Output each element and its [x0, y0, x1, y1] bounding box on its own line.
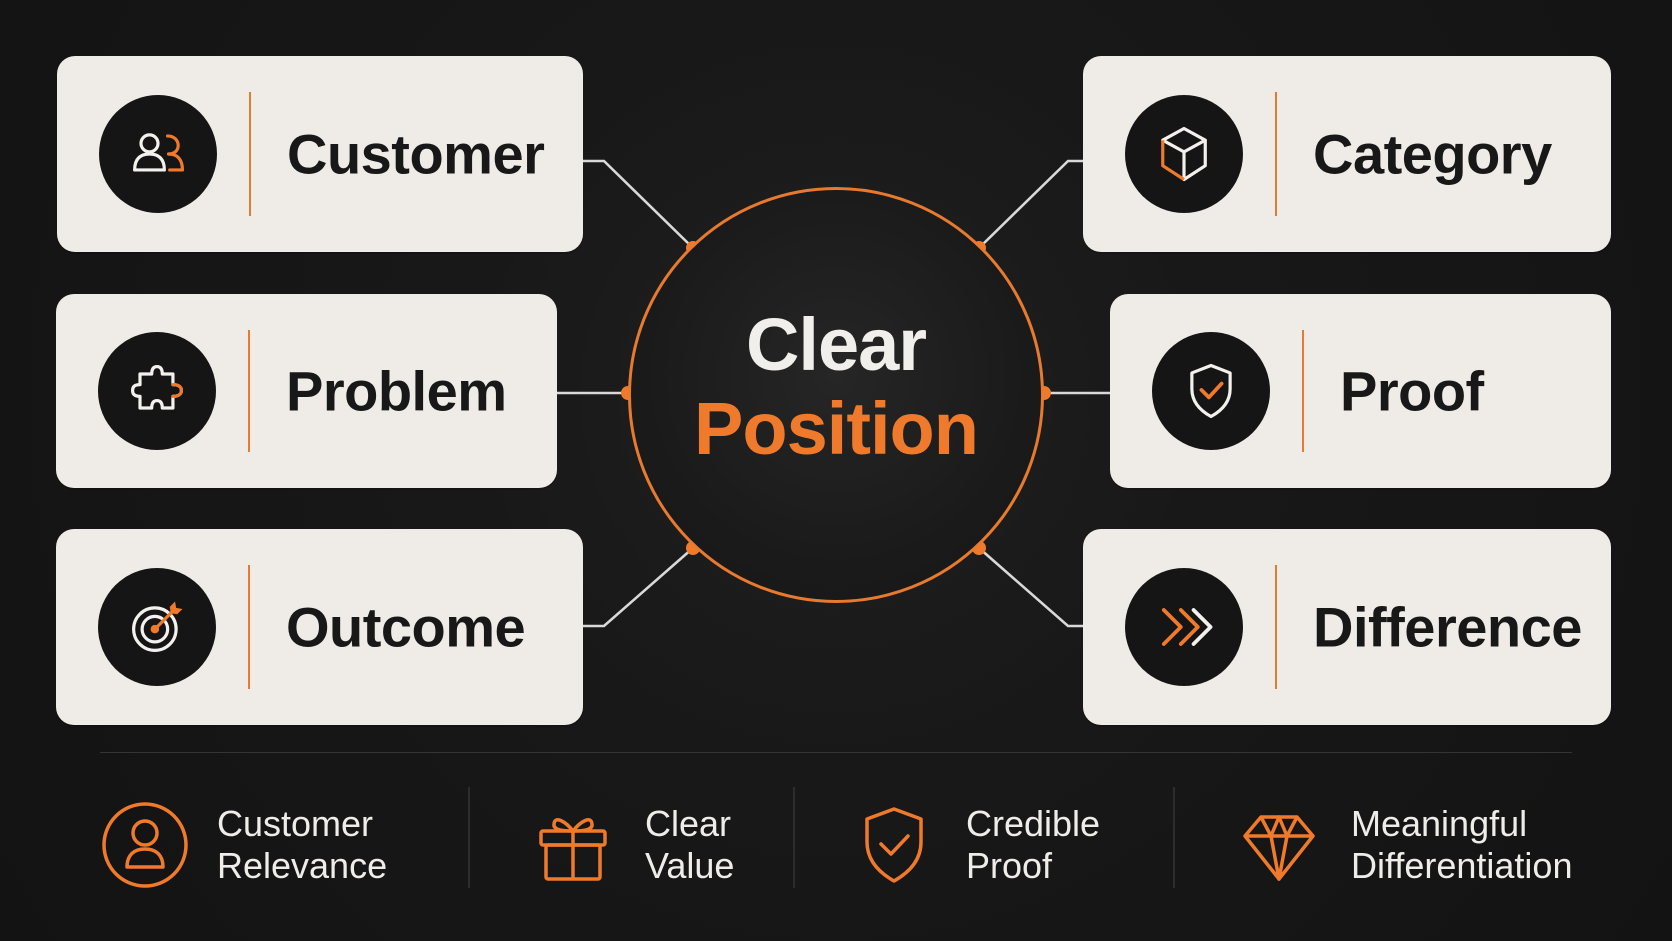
connector-category: [978, 159, 1083, 249]
proof-icon-circle: [1152, 332, 1270, 450]
card-divider: [1275, 92, 1277, 216]
footer-divider: [793, 787, 795, 888]
category-icon-circle: [1125, 95, 1243, 213]
center-title-line2: Position: [694, 387, 979, 470]
footer-item-customer-relevance: Customer Relevance: [99, 781, 387, 909]
person-icon: [102, 802, 188, 888]
shield-check-icon: [1190, 363, 1232, 419]
customer-icon-circle: [99, 95, 217, 213]
diamond-icon: [1243, 815, 1315, 881]
card-divider: [249, 92, 251, 216]
value-footer: Customer Relevance Clear Value: [0, 781, 1672, 909]
customer-card: Customer: [57, 56, 583, 252]
difference-icon-circle: [1125, 568, 1243, 686]
puzzle-icon: [130, 364, 184, 410]
footer-separator: [100, 752, 1572, 753]
problem-icon-circle: [98, 332, 216, 450]
outcome-icon-circle: [98, 568, 216, 686]
footer-label-line2: Proof: [966, 845, 1053, 886]
card-divider: [248, 565, 250, 689]
difference-card: Difference: [1083, 529, 1611, 725]
footer-label-line1: Customer: [217, 803, 374, 844]
footer-label-line1: Credible: [966, 803, 1101, 844]
footer-icon-wrap: [527, 799, 619, 891]
connector-outcome: [583, 547, 694, 628]
connector-customer: [583, 159, 694, 249]
footer-item-credible-proof: Credible Proof: [848, 781, 1100, 909]
footer-label-line1: Meaningful: [1351, 803, 1528, 844]
footer-item-meaningful-differentiation: Meaningful Differentiation: [1233, 781, 1572, 909]
card-label-problem: Problem: [286, 359, 507, 423]
footer-label-line2: Differentiation: [1351, 845, 1573, 886]
cube-icon: [1161, 126, 1207, 182]
gift-icon: [539, 818, 607, 881]
footer-label: Customer Relevance: [217, 803, 387, 887]
footer-icon-wrap: [1233, 799, 1325, 891]
card-label-customer: Customer: [287, 122, 545, 186]
card-divider: [248, 330, 250, 452]
footer-label: Credible Proof: [966, 803, 1100, 887]
footer-label-line2: Value: [645, 845, 735, 886]
problem-card: Problem: [56, 294, 557, 488]
footer-divider: [468, 787, 470, 888]
footer-icon-wrap: [99, 799, 191, 891]
card-label-difference: Difference: [1313, 595, 1582, 659]
center-title: Clear Position: [631, 308, 1041, 466]
card-divider: [1302, 330, 1304, 452]
proof-card: Proof: [1110, 294, 1611, 488]
card-divider: [1275, 565, 1277, 689]
card-label-category: Category: [1313, 122, 1552, 186]
shield-check-icon: [865, 807, 923, 883]
footer-label: Clear Value: [645, 803, 734, 887]
chevrons-right-icon: [1161, 608, 1213, 646]
center-title-line1: Clear: [745, 303, 927, 386]
footer-label: Meaningful Differentiation: [1351, 803, 1572, 887]
footer-label-line1: Clear: [645, 803, 732, 844]
footer-divider: [1173, 787, 1175, 888]
clear-position-circle: Clear Position: [628, 187, 1044, 603]
outcome-card: Outcome: [56, 529, 583, 725]
connector-difference: [978, 547, 1083, 628]
card-label-proof: Proof: [1340, 359, 1484, 423]
footer-icon-wrap: [848, 799, 940, 891]
category-card: Category: [1083, 56, 1611, 252]
target-icon: [132, 601, 183, 652]
users-icon: [133, 133, 185, 172]
footer-label-line2: Relevance: [217, 845, 388, 886]
footer-item-clear-value: Clear Value: [527, 781, 734, 909]
card-label-outcome: Outcome: [286, 595, 526, 659]
